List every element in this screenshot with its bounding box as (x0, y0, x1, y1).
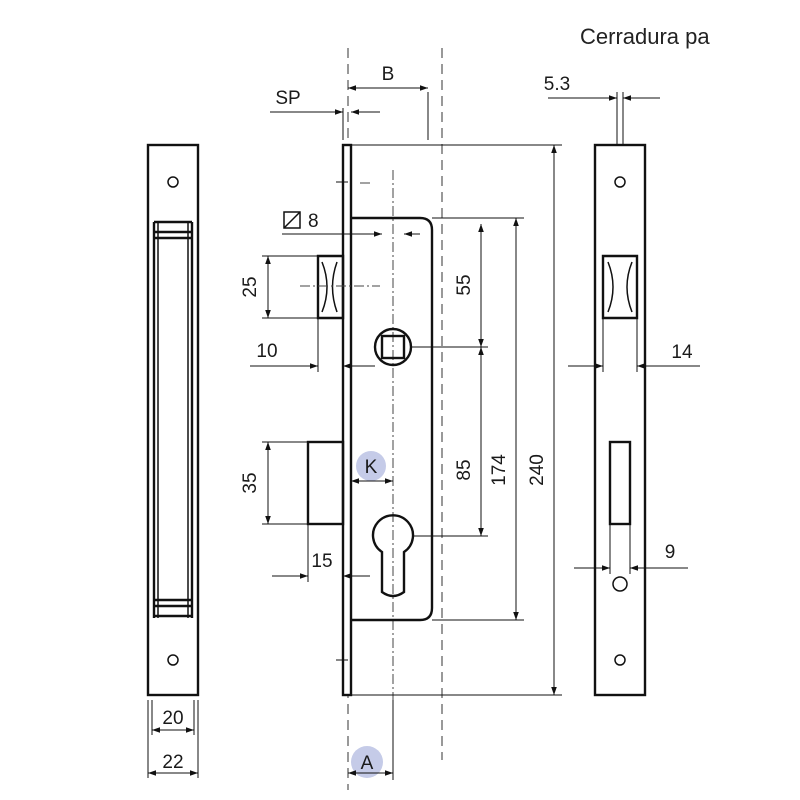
marker-a-label: A (361, 753, 374, 774)
dim-9: 9 (665, 542, 676, 563)
lock-body-view: SP B 8 25 10 35 15 K (240, 48, 562, 790)
marker-k-label: K (365, 457, 378, 478)
dim-15: 15 (311, 551, 332, 572)
dim-174: 174 (489, 454, 510, 486)
dim-square-8: 8 (308, 211, 319, 232)
dim-10: 10 (256, 341, 277, 362)
a-marker (351, 746, 383, 778)
dim-25: 25 (240, 276, 261, 297)
dim-35: 35 (240, 472, 261, 493)
dim-b: B (382, 64, 395, 85)
front-plate-view: 5.3 14 9 (544, 74, 700, 697)
dim-85: 85 (454, 459, 475, 480)
dim-240: 240 (527, 454, 548, 486)
dim-22: 22 (162, 752, 183, 773)
k-marker (356, 451, 386, 481)
strike-plate-view: 20 22 (146, 143, 200, 778)
dim-14: 14 (671, 342, 693, 363)
dim-5-3: 5.3 (544, 74, 570, 95)
dim-sp: SP (275, 88, 300, 109)
dim-55: 55 (454, 274, 475, 295)
dim-20: 20 (162, 708, 183, 729)
drawing-title: Cerradura pa (580, 24, 710, 49)
